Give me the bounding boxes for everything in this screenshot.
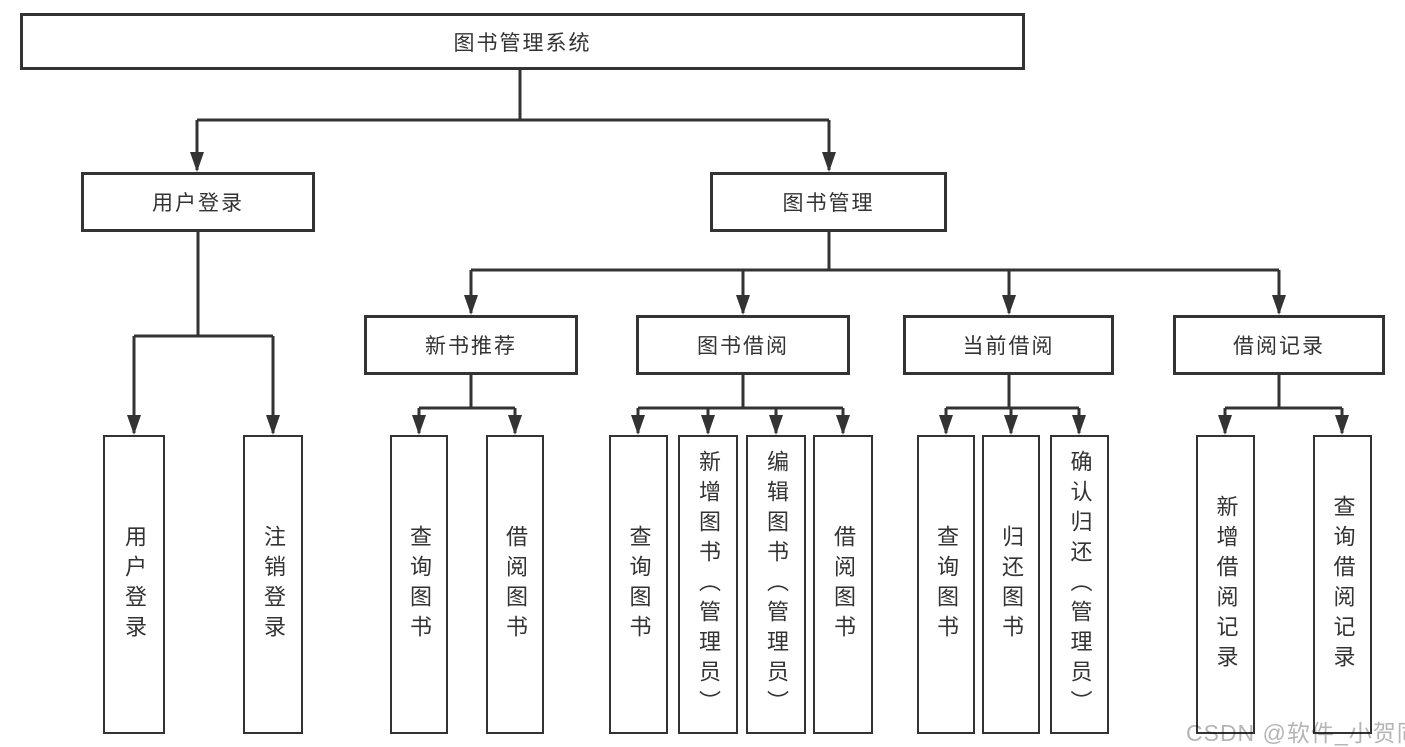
node-user-login: 用户登录 <box>81 172 315 232</box>
node-book-borrowing: 图书借阅 <box>636 315 850 375</box>
leaf-label: 归还图书 <box>999 524 1024 645</box>
leaf-label: 查询图书 <box>626 524 652 645</box>
leaf-query-borrow-record: 查询借阅记录 <box>1313 435 1372 734</box>
leaf-query-books-recommend: 查询图书 <box>390 435 448 734</box>
node-book-management: 图书管理 <box>710 172 947 232</box>
arrowheads <box>127 152 1349 435</box>
leaf-return-book: 归还图书 <box>982 435 1040 734</box>
leaf-user-login: 用户登录 <box>103 435 165 734</box>
leaf-add-book-admin: 新增图书（管理员） <box>678 435 738 734</box>
leaf-query-books-current: 查询图书 <box>917 435 975 734</box>
csdn-watermark: CSDN @软件_小贺同学 <box>1186 720 1405 746</box>
leaf-label: 确认归还（管理员） <box>1067 449 1093 720</box>
leaf-label: 新增图书（管理员） <box>696 449 721 720</box>
node-new-book-recommendation: 新书推荐 <box>364 315 578 375</box>
leaf-logout: 注销登录 <box>243 435 303 734</box>
leaf-borrow-books-borrowing: 借阅图书 <box>813 435 873 734</box>
tree-edges <box>132 68 1344 433</box>
leaf-confirm-return-admin: 确认归还（管理员） <box>1050 435 1109 734</box>
leaf-label: 查询借阅记录 <box>1330 494 1356 675</box>
node-current-borrowing: 当前借阅 <box>903 315 1114 375</box>
leaf-label: 借阅图书 <box>831 524 856 645</box>
leaf-label: 新增借阅记录 <box>1213 494 1239 675</box>
leaf-label: 借阅图书 <box>503 524 528 645</box>
node-library-management-system: 图书管理系统 <box>20 13 1025 70</box>
leaf-borrow-books-recommend: 借阅图书 <box>486 435 544 734</box>
leaf-label: 用户登录 <box>122 524 147 645</box>
leaf-edit-book-admin: 编辑图书（管理员） <box>746 435 806 734</box>
leaf-add-borrow-record: 新增借阅记录 <box>1196 435 1255 734</box>
leaf-label: 查询图书 <box>934 524 959 645</box>
leaf-label: 注销登录 <box>261 524 286 645</box>
leaf-label: 编辑图书（管理员） <box>764 449 789 720</box>
leaf-query-books-borrowing: 查询图书 <box>609 435 668 734</box>
leaf-label: 查询图书 <box>407 524 432 645</box>
node-borrowing-records: 借阅记录 <box>1173 315 1385 375</box>
